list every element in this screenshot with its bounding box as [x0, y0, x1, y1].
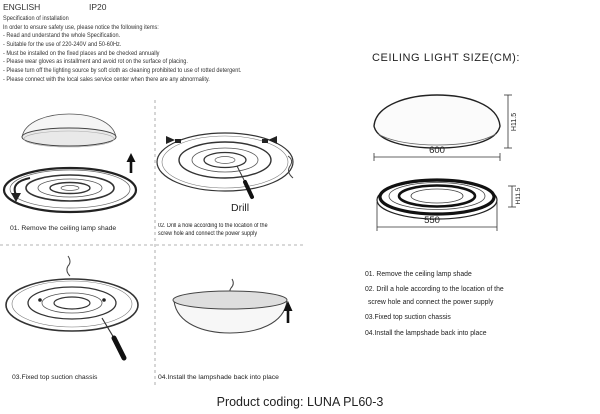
dim-width-label: 600 [429, 145, 445, 156]
dim-width-label: 550 [424, 215, 440, 226]
screwdriver-icon [101, 317, 127, 361]
spec-title: Specification of installation [3, 15, 69, 22]
screw-hole-marker-icon [166, 136, 277, 144]
power-cable-icon [66, 255, 71, 277]
size-title: CEILING LIGHT SIZE(CM): [372, 52, 521, 64]
panel-caption-step3: 03.Fixed top suction chassis [12, 374, 98, 381]
panel-caption-line: screw hole and connect the power supply [158, 231, 258, 237]
up-arrow-icon [126, 153, 136, 173]
panel-caption-step1: 01. Remove the ceiling lamp shade [10, 225, 117, 232]
specification-block: Specification of installation In order t… [3, 15, 241, 85]
step-list-item: 02. Drill a hole according to the locati… [365, 284, 504, 293]
rotate-arrow-icon [11, 177, 31, 202]
width-dimension-line [376, 202, 498, 231]
panel-caption-step2: 02. Drill a hole according to the locati… [158, 222, 268, 238]
chassis-drawing [172, 290, 288, 310]
language-label: ENGLISH [3, 2, 41, 12]
up-arrow-icon [283, 301, 293, 323]
spec-item: - Read and understand the whole Specific… [3, 32, 121, 40]
spec-item: - Suitable for the use of 220-240V and 5… [3, 41, 122, 49]
lamp-shade-drawing [21, 113, 117, 148]
base-plate-drawing [2, 166, 138, 214]
base-plate-drawing [156, 132, 294, 192]
step-list-item: screw hole and connect the power supply [368, 297, 494, 306]
product-coding: Product coding: LUNA PL60-3 [216, 395, 384, 409]
fix-chassis-illustration [5, 255, 139, 361]
width-dimension-line [373, 153, 501, 161]
drill-hole-illustration [156, 132, 294, 199]
step-list-item: 01. Remove the ceiling lamp shade [365, 269, 472, 278]
step-list-item: 03.Fixed top suction chassis [365, 312, 451, 321]
step-list-item: 04.Install the lampshade back into place [365, 328, 487, 337]
panel-caption-step4: 04.Install the lampshade back into place [158, 374, 279, 381]
lamp-side-view-drawing: H11.5 600 [373, 94, 518, 161]
dim-height-label: H11.5 [511, 113, 518, 131]
lamp-shade-drawing [173, 300, 288, 334]
dim-height-label: H11.5 [515, 187, 522, 204]
height-dimension-line [504, 94, 512, 149]
base-plate-drawing [5, 278, 139, 332]
drill-label: Drill [231, 202, 250, 214]
ip-rating: IP20 [89, 2, 107, 12]
lamp-ring-view-drawing [376, 178, 516, 231]
screw-icon [38, 298, 42, 302]
install-shade-illustration [172, 278, 293, 334]
spec-item: - Please turn off the lighting source by… [3, 67, 242, 75]
remove-shade-illustration [2, 113, 138, 214]
spec-intro: In order to ensure safety use, please no… [3, 23, 159, 31]
spec-item: - Please wear gloves as installment and … [3, 58, 188, 66]
spec-item: - Please connect with the local sales se… [3, 75, 210, 83]
power-cable-icon [287, 155, 294, 179]
drill-icon [236, 165, 254, 199]
screw-icon [102, 298, 106, 302]
height-dimension-line [508, 185, 516, 208]
spec-item: - Must be installed on the fixed places … [3, 49, 160, 57]
panel-caption-line: 02. Drill a hole according to the locati… [158, 223, 268, 229]
